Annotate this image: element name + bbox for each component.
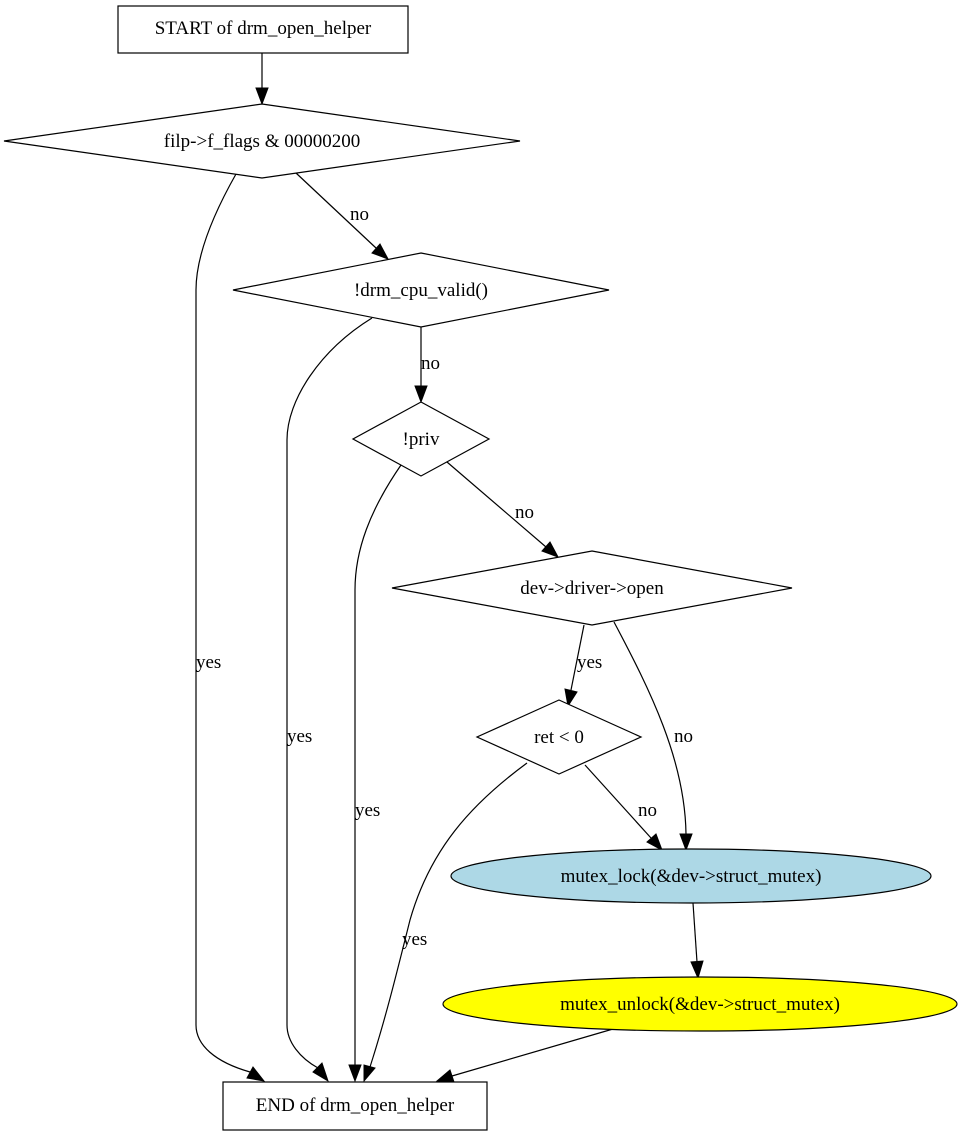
arrowhead xyxy=(363,1064,376,1083)
edge-labels: no yes no yes no yes yes no no yes xyxy=(196,204,693,950)
node-lock: mutex_lock(&dev->struct_mutex) xyxy=(450,848,932,904)
node-unlock: mutex_unlock(&dev->struct_mutex) xyxy=(442,976,958,1032)
decision-diamond xyxy=(351,401,491,477)
edge-label-priv-no: no xyxy=(515,502,534,523)
node-cond-ret: ret < 0 xyxy=(475,699,643,775)
edge-ret-to-end xyxy=(369,762,528,1068)
edge-lock-to-unlock xyxy=(692,902,698,963)
edge-label-open-yes: yes xyxy=(577,652,602,673)
node-cond-priv: !priv xyxy=(351,401,491,477)
edge-open-to-ret xyxy=(570,624,585,691)
arrowhead xyxy=(690,960,704,980)
decision-diamond xyxy=(475,699,643,775)
arrowhead xyxy=(255,87,269,106)
start-box xyxy=(117,5,409,54)
edge-label-ret-yes: yes xyxy=(402,929,427,950)
unlock-label: mutex_unlock(&dev->struct_mutex) xyxy=(560,994,840,1015)
arrowhead xyxy=(435,1069,455,1083)
edge-label-ret-no: no xyxy=(638,800,657,821)
node-cond-open: dev->driver->open xyxy=(391,550,793,626)
edge-unlock-to-end xyxy=(451,1028,614,1077)
end-label: END of drm_open_helper xyxy=(256,1095,455,1116)
edge-flags-to-cpu xyxy=(295,172,377,249)
cond-flags-label: filp->f_flags & 00000200 xyxy=(164,131,360,152)
edge-cpu-to-end xyxy=(286,317,373,1069)
cond-cpu-label: !drm_cpu_valid() xyxy=(354,280,488,301)
arrowhead xyxy=(564,688,578,708)
arrowhead xyxy=(414,385,428,404)
edge-label-cpu-no: no xyxy=(421,353,440,374)
arrowhead xyxy=(371,243,390,260)
node-end: END of drm_open_helper xyxy=(222,1081,488,1131)
cond-open-label: dev->driver->open xyxy=(520,578,664,599)
edge-priv-to-open xyxy=(446,461,547,548)
decision-diamond xyxy=(232,252,610,328)
lock-ellipse xyxy=(450,848,932,904)
edge-label-priv-yes: yes xyxy=(355,800,380,821)
arrowhead xyxy=(541,541,560,558)
node-cond-flags: filp->f_flags & 00000200 xyxy=(3,103,521,179)
node-start: START of drm_open_helper xyxy=(117,5,409,54)
edge-label-flags-no: no xyxy=(350,204,369,225)
decision-diamond xyxy=(391,550,793,626)
node-cond-cpu: !drm_cpu_valid() xyxy=(232,252,610,328)
unlock-ellipse xyxy=(442,976,958,1032)
lock-label: mutex_lock(&dev->struct_mutex) xyxy=(561,866,822,887)
edge-open-to-lock xyxy=(613,621,687,835)
arrowhead xyxy=(246,1066,266,1082)
edge-flags-to-end xyxy=(195,173,251,1073)
cond-priv-label: !priv xyxy=(403,429,440,450)
start-label: START of drm_open_helper xyxy=(155,18,372,39)
cond-ret-label: ret < 0 xyxy=(534,727,584,748)
arrowhead xyxy=(348,1064,362,1083)
edge-label-flags-yes: yes xyxy=(196,652,221,673)
end-box xyxy=(222,1081,488,1131)
edge-label-cpu-yes: yes xyxy=(287,726,312,747)
edge-ret-to-lock xyxy=(584,764,652,839)
edge-label-open-no: no xyxy=(674,726,693,747)
edge-priv-to-end xyxy=(354,464,402,1065)
decision-diamond xyxy=(3,103,521,179)
arrowhead xyxy=(312,1062,329,1083)
edges xyxy=(195,53,704,1083)
arrowhead xyxy=(679,833,693,852)
arrowhead xyxy=(646,833,663,852)
